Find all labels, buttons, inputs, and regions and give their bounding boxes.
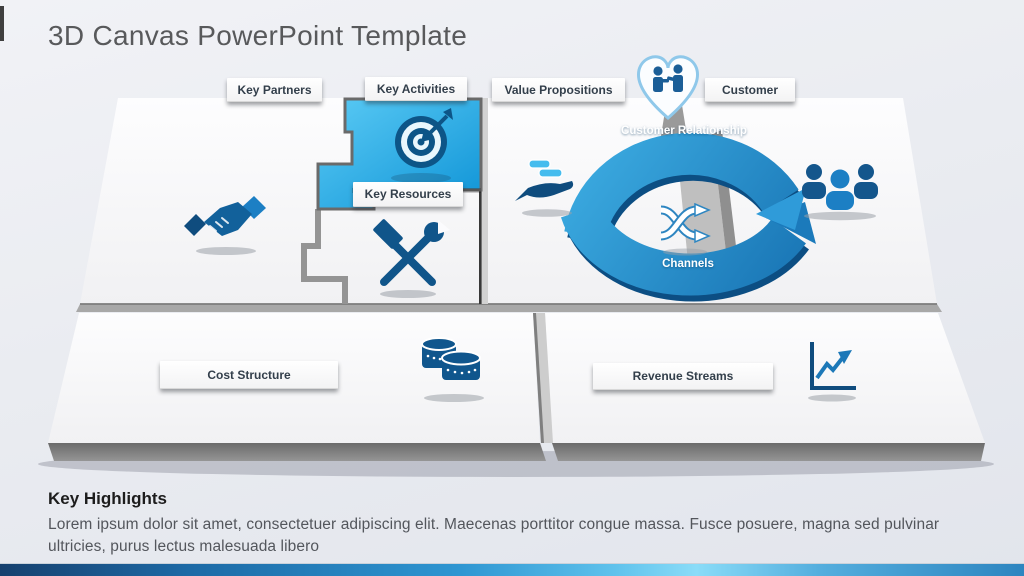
- customers-group-icon: [802, 164, 878, 221]
- puzzle-slot-edge: [301, 209, 348, 304]
- bottom-accent-bar: [0, 563, 1024, 576]
- label-key-resources: Key Resources: [353, 182, 463, 207]
- heart-partnership-icon: [636, 55, 700, 120]
- target-icon: [391, 108, 453, 183]
- tools-icon: [373, 219, 450, 298]
- label-cost-structure: Cost Structure: [160, 361, 338, 389]
- label-customer: Customer: [705, 78, 795, 102]
- label-key-activities: Key Activities: [365, 77, 467, 101]
- coins-stack-icon: [421, 337, 484, 402]
- accent-bar: [0, 6, 4, 41]
- page-title: 3D Canvas PowerPoint Template: [48, 20, 468, 51]
- label-value-propositions: Value Propositions: [492, 78, 625, 102]
- footer-body-text: Lorem ipsum dolor sit amet, consectetuer…: [48, 516, 940, 555]
- label-channels: Channels: [662, 258, 714, 270]
- label-customer-relationship: Customer Relationship: [621, 125, 747, 137]
- hand-coins-icon: [515, 159, 574, 217]
- canvas-bottom-edge: [48, 443, 985, 461]
- label-revenue-streams: Revenue Streams: [593, 363, 773, 390]
- handshake-icon: [184, 196, 266, 255]
- shuffle-arrows-icon: [660, 202, 711, 256]
- cycle-arrows: [560, 132, 816, 302]
- growth-chart-icon: [808, 342, 856, 402]
- label-key-partners: Key Partners: [227, 78, 322, 102]
- footer-heading: Key Highlights: [48, 489, 168, 508]
